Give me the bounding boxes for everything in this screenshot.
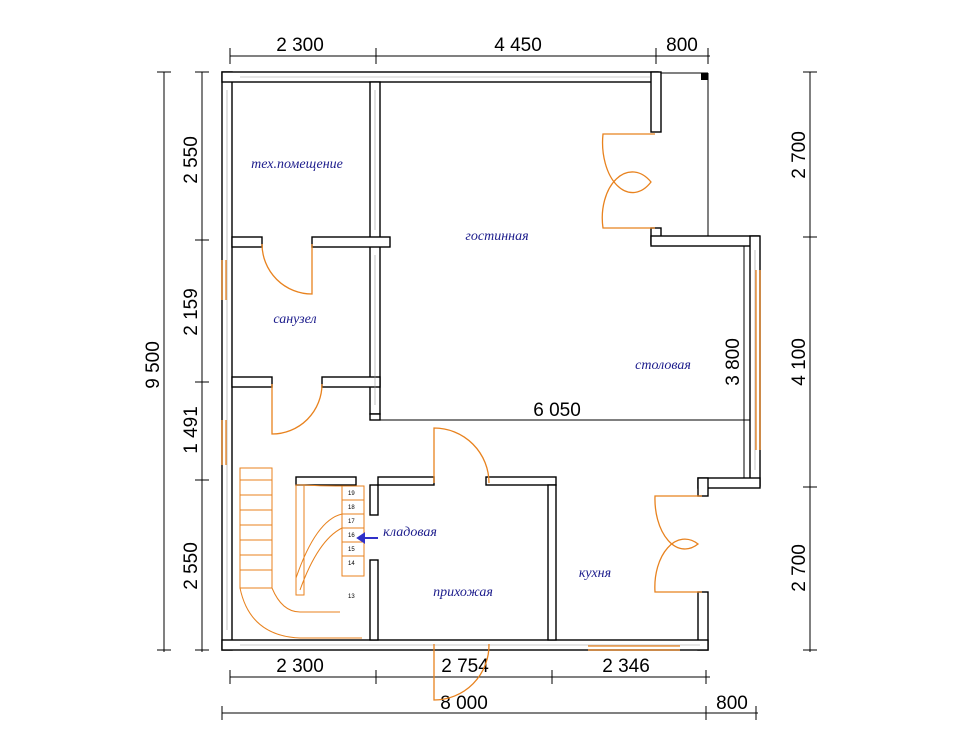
dim-bottom-3: 2 346 [602,656,650,677]
dim-inner-vertical: 3 800 [723,338,744,386]
dim-top-3: 800 [666,35,698,56]
room-label-hall: прихожая [433,585,493,600]
stair-step-18: 18 [348,505,355,511]
dim-right-3: 2 700 [789,544,810,592]
dim-bottom-total: 8 000 [440,693,488,714]
dim-bottom-extra: 800 [716,693,748,714]
room-label-storage: кладовая [383,525,437,540]
dim-right-1: 2 700 [789,131,810,179]
dim-bottom-2: 2 754 [441,656,489,677]
room-label-dining: столовая [635,358,691,373]
dim-bottom-1: 2 300 [276,656,324,677]
room-label-tech: тех.помещение [251,157,343,172]
stair-step-19: 19 [348,491,355,497]
dim-left-total: 9 500 [143,341,164,389]
stair-step-13: 13 [348,594,355,600]
left-dimensions: 9 500 2 550 2 159 1 491 2 550 [143,71,209,652]
room-label-kitchen: кухня [579,566,611,581]
inner-dimensions: 6 050 3 800 [533,338,744,421]
dim-left-1: 2 550 [181,136,202,184]
walls [221,71,761,651]
stair-step-16: 16 [348,533,355,539]
doors [261,133,750,701]
top-dimensions: 2 300 4 450 800 [229,35,710,64]
room-labels: тех.помещение гостинная санузел столовая… [251,157,691,600]
dim-top-2: 4 450 [494,35,542,56]
stair-step-17: 17 [348,519,355,525]
dim-left-2: 2 159 [181,288,202,336]
stair-step-15: 15 [348,547,355,553]
dim-right-2: 4 100 [789,338,810,386]
bottom-dimensions: 2 300 2 754 2 346 8 000 800 [221,656,758,720]
windows [221,260,761,651]
staircase: 19 18 17 16 15 14 13 [239,467,365,639]
stair-step-14: 14 [348,561,355,567]
dim-top-1: 2 300 [276,35,324,56]
dim-left-4: 2 550 [181,542,202,590]
room-label-bathroom: санузел [273,312,316,327]
right-dimensions: 2 700 4 100 2 700 [789,71,817,652]
room-label-living: гостинная [465,229,528,244]
dim-left-3: 1 491 [181,406,202,454]
storage-pointer [356,532,378,544]
dim-inner-horizontal: 6 050 [533,400,581,421]
arrow-icon [356,532,365,544]
